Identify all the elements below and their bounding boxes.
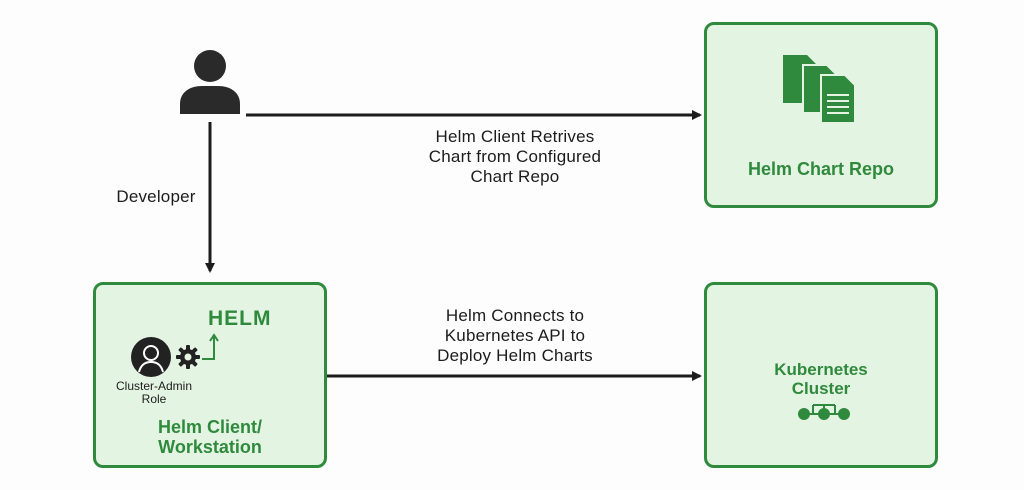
cluster-admin-role-label: Cluster-Admin Role (115, 379, 193, 406)
cluster-nodes-icon (798, 404, 850, 420)
helm-chart-repo-node: Helm Chart Repo (704, 22, 938, 208)
developer-label: Developer (116, 187, 196, 206)
admin-avatar-icon (131, 337, 171, 377)
edge-label-to-repo: Helm Client Retrives Chart from Configur… (428, 127, 602, 186)
person-icon (180, 50, 240, 114)
kubernetes-cluster-node: Kubernetes Cluster (704, 282, 938, 468)
gear-icon (176, 345, 200, 369)
helm-client-node: HELM Cluster-Admin Role Helm Client/ Wor… (93, 282, 327, 468)
helm-client-title: Helm Client/ Workstation (157, 417, 263, 457)
kubernetes-cluster-title: Kubernetes Cluster (774, 360, 868, 398)
connector-bracket-icon (202, 333, 219, 360)
documents-icon (783, 55, 856, 124)
helm-logo-text: HELM (208, 307, 272, 330)
helm-chart-repo-title: Helm Chart Repo (747, 159, 895, 179)
edge-label-to-cluster: Helm Connects to Kubernetes API to Deplo… (437, 306, 593, 365)
